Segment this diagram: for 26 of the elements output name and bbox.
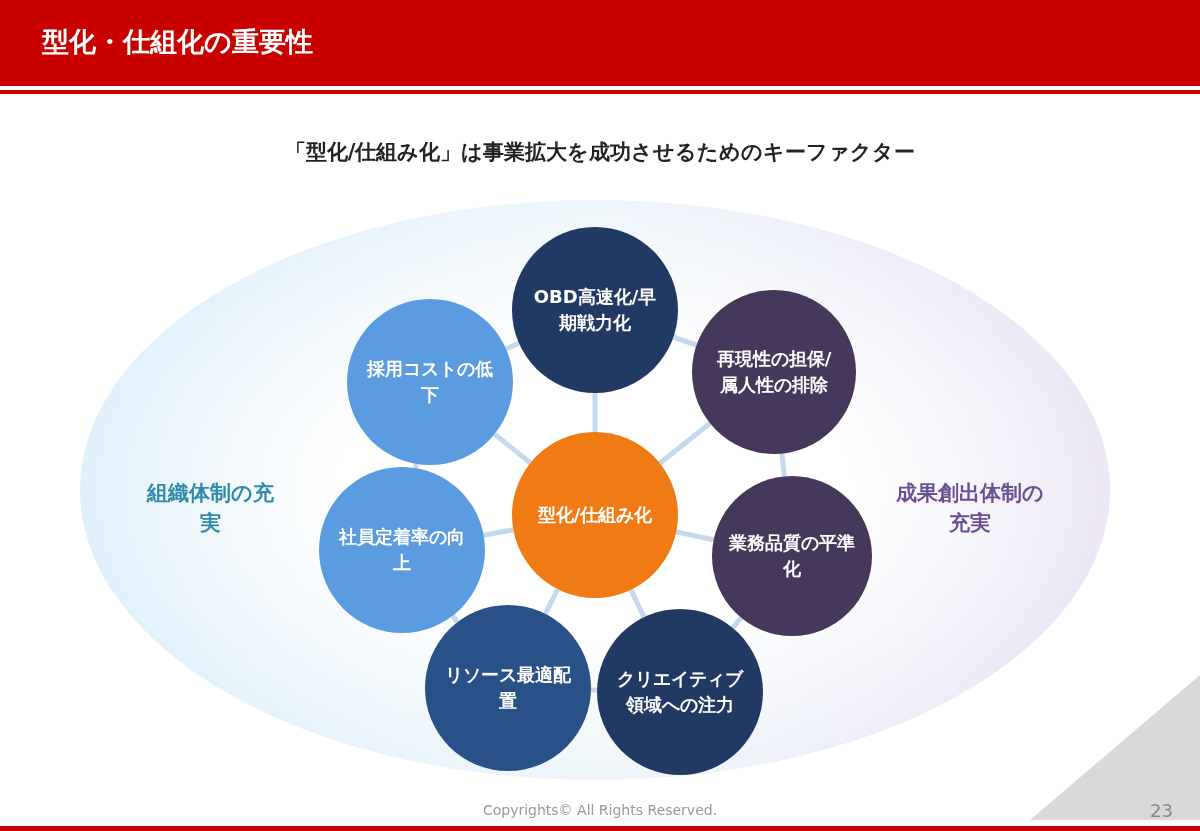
node-label: 型化/仕組み化 — [537, 502, 653, 527]
copyright-text: Copyrights© All Rights Reserved. — [482, 802, 718, 818]
connector-line — [493, 432, 532, 465]
connector-line — [592, 393, 598, 432]
page-number: 23 — [1150, 800, 1173, 821]
connector-line — [730, 616, 744, 630]
node-label: 社員定着率の向上 — [337, 524, 466, 575]
connector-line — [543, 588, 560, 615]
connector-line — [779, 453, 787, 477]
node-label: クリエイティブ領域への注力 — [616, 666, 745, 717]
node-label: 再現性の担保/属人性の排除 — [715, 346, 833, 397]
page-title: 型化・仕組化の重要性 — [42, 25, 313, 59]
subtitle: 「型化/仕組み化」は事業拡大を成功させるためのキーファクター — [284, 140, 916, 164]
side-caption: 組織体制の充実 — [146, 481, 274, 536]
connector-line — [505, 340, 520, 352]
connector-line — [628, 588, 647, 619]
node-label: 業務品質の平準化 — [728, 530, 856, 581]
connector-line — [675, 529, 715, 543]
connector-line — [672, 334, 698, 348]
node-label: 採用コストの低下 — [366, 356, 494, 407]
connector-line — [483, 527, 514, 538]
connector-line — [658, 421, 712, 466]
node-label: OBD高速化/早期戦力化 — [532, 284, 658, 335]
connector-line — [590, 687, 598, 693]
node-label: リソース最適配置 — [444, 662, 572, 713]
side-caption: 成果創出体制の充実 — [896, 481, 1044, 536]
